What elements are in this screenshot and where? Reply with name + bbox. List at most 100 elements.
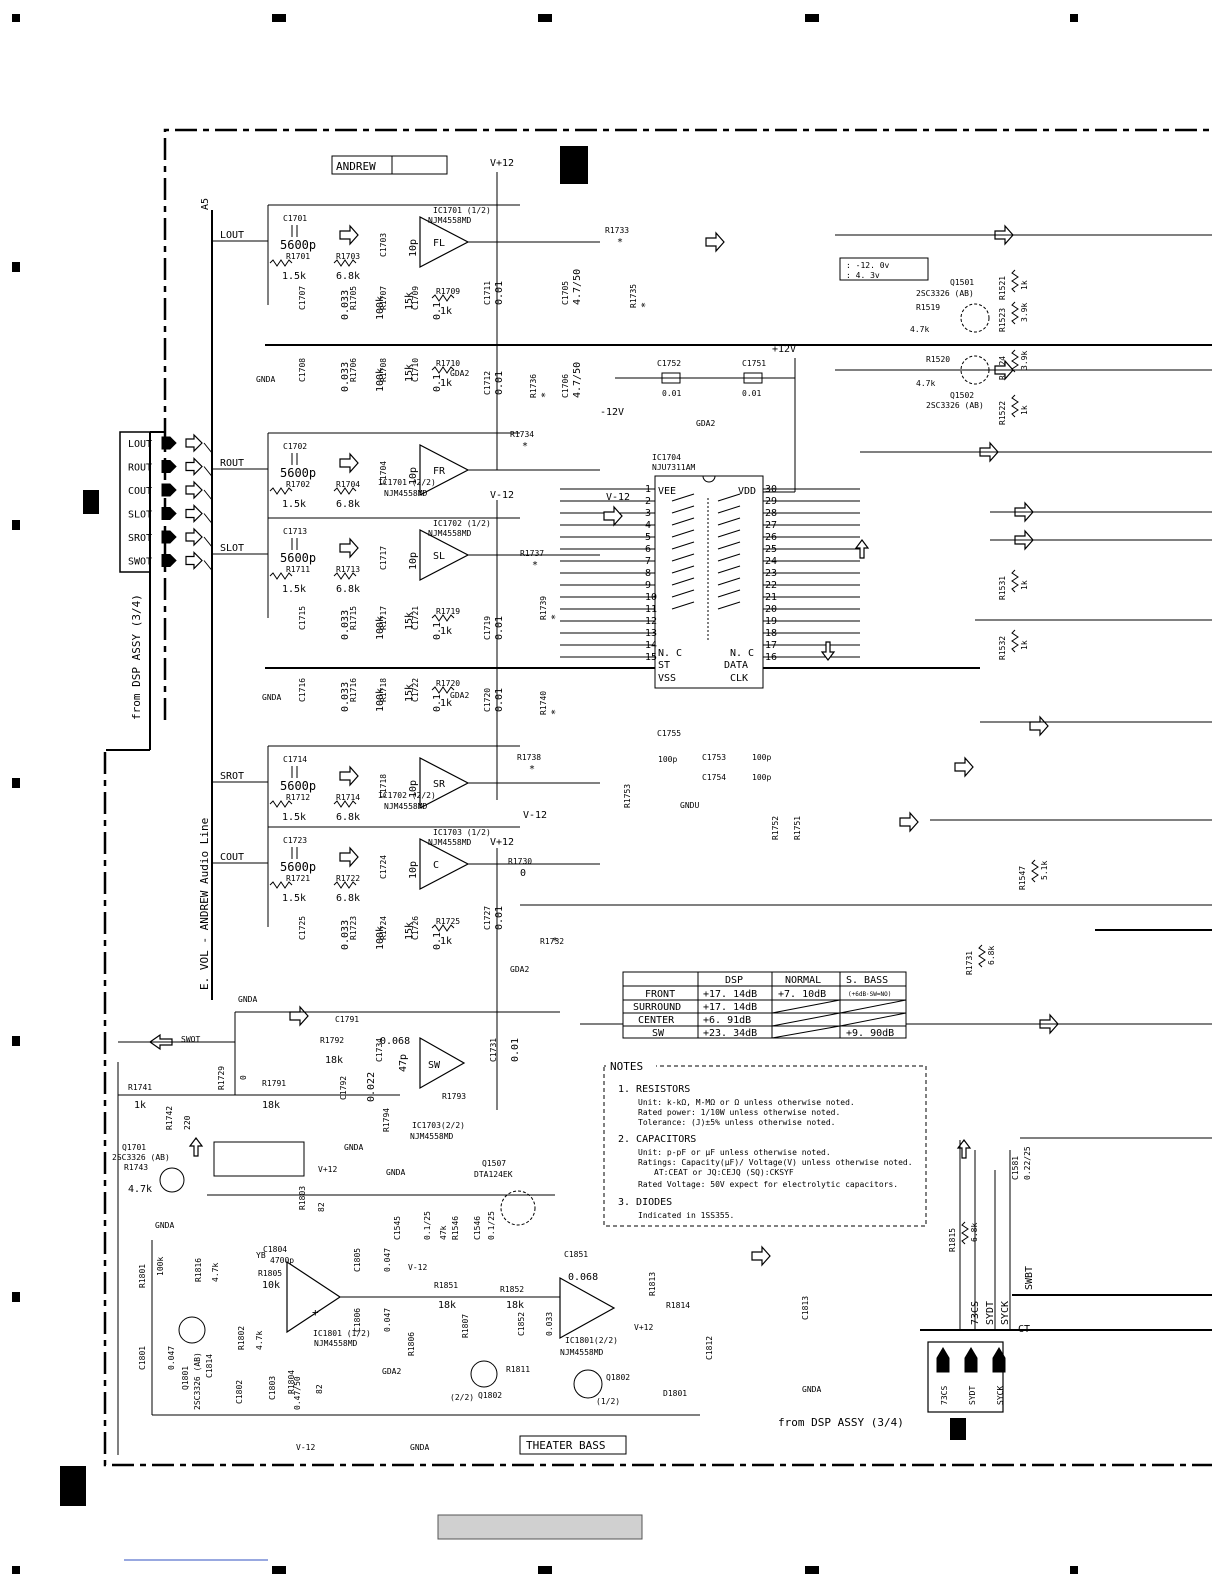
svg-text:Q1802: Q1802: [478, 1391, 502, 1400]
svg-text:GDA2: GDA2: [510, 965, 529, 974]
svg-text:Rated power: 1/10W unless othe: Rated power: 1/10W unless otherwise note…: [638, 1108, 840, 1117]
resistor-ref: R1724: [379, 916, 388, 940]
svg-text:C1805: C1805: [353, 1248, 362, 1272]
ic-part: NJM4558MD: [384, 802, 428, 811]
capacitor-value: 0.1: [432, 374, 443, 392]
svg-text:100p: 100p: [658, 755, 677, 764]
resistor-symbol: [1011, 394, 1019, 418]
capacitor-ref: C1714: [283, 755, 307, 764]
channel-signal-label: SROT: [220, 771, 244, 782]
resistor-value: 5.1k: [1040, 861, 1049, 880]
svg-text:R1806: R1806: [407, 1332, 416, 1356]
svg-text:+12V: +12V: [772, 344, 796, 355]
svg-text:V+12: V+12: [490, 158, 514, 169]
capacitor-ref: C1724: [379, 855, 388, 879]
svg-text:0.047: 0.047: [383, 1248, 392, 1272]
resistor-symbol: [1011, 301, 1019, 325]
capacitor-value: 0.1: [432, 302, 443, 320]
connector-wire: [203, 560, 213, 571]
svg-text:+17. 14dB: +17. 14dB: [703, 1002, 757, 1013]
op-amp-label: FR: [433, 466, 446, 477]
signal-arrow: [751, 1245, 771, 1267]
capacitor-ref: C1722: [411, 678, 420, 702]
op-amp: [419, 444, 470, 496]
svg-text:0.047: 0.047: [167, 1346, 176, 1370]
svg-text:C1734: C1734: [375, 1038, 384, 1062]
svg-text:82: 82: [315, 1384, 324, 1394]
svg-text:220: 220: [183, 1115, 192, 1130]
svg-text:C1813: C1813: [801, 1296, 810, 1320]
svg-text:Indicated in 1SS355.: Indicated in 1SS355.: [638, 1211, 734, 1220]
resistor-symbol: [269, 572, 293, 580]
switch-contact: [717, 577, 741, 586]
black-block-marker: [950, 1418, 966, 1440]
svg-text:GDA2: GDA2: [450, 369, 469, 378]
connector-pin-arrow: [185, 504, 203, 523]
svg-text:4.7k: 4.7k: [910, 325, 929, 334]
resistor-ref: R1706: [349, 358, 358, 382]
resistor-value: 1k: [440, 698, 452, 709]
signal-arrow-down: [820, 641, 836, 661]
svg-text:0.01: 0.01: [510, 1038, 521, 1062]
svg-text:(+6dB·SW=NO): (+6dB·SW=NO): [848, 991, 891, 998]
svg-text:+6. 91dB: +6. 91dB: [703, 1015, 751, 1026]
switch-contact: [717, 553, 741, 562]
svg-text:18k: 18k: [325, 1055, 343, 1066]
connector-pin-arrow: [161, 483, 177, 497]
switch-contact: [717, 565, 741, 574]
capacitor-ref: C1709: [411, 286, 420, 310]
svg-text:D1801: D1801: [663, 1389, 687, 1398]
svg-text:S. BASS: S. BASS: [846, 975, 888, 986]
part-ref: R1740: [539, 691, 548, 715]
connector-pin-arrow: [185, 551, 203, 570]
output-part: R1737*: [520, 549, 544, 571]
assembly-border-bottom: [103, 752, 1212, 1467]
svg-text:2SC3326 (AB): 2SC3326 (AB): [112, 1153, 170, 1162]
ic-ref: IC1702 (1/2): [433, 519, 491, 528]
capacitor-ref: C1717: [379, 546, 388, 570]
connector-wire: [203, 513, 213, 524]
svg-text:V+12: V+12: [634, 1323, 653, 1332]
switch-contact: [717, 505, 741, 514]
svg-text:DSP: DSP: [725, 975, 743, 986]
part-ref: C1720: [483, 688, 492, 712]
signal-arrow: [954, 756, 974, 778]
svg-text:82: 82: [317, 1202, 326, 1212]
connector-pin-label: SLOT: [128, 510, 152, 521]
part-value: *: [532, 560, 538, 571]
svg-text:Unit: p-pF or μF unless otherw: Unit: p-pF or μF unless otherwise noted.: [638, 1148, 831, 1157]
page-footer-bar: [437, 1514, 643, 1540]
output-part: R1740*: [539, 691, 561, 715]
resistor-value: 1k: [440, 306, 452, 317]
bottom-pin-arrow: [964, 1347, 978, 1373]
svg-text:YB: YB: [256, 1251, 266, 1260]
svg-text:GNDA: GNDA: [386, 1168, 405, 1177]
ic-ref: IC1703 (1/2): [433, 828, 491, 837]
resistor-ref: R1521: [998, 276, 1007, 300]
resistor-ref: R1731: [965, 951, 974, 975]
svg-text:CT: CT: [1018, 1324, 1030, 1335]
switch-contact: [717, 529, 741, 538]
svg-text:GDA2: GDA2: [696, 419, 715, 428]
ic-part: NJM4558MD: [384, 489, 428, 498]
output-part: R1735*: [629, 284, 651, 308]
svg-text:NJM4558MD: NJM4558MD: [314, 1339, 358, 1348]
black-block-marker: [60, 1466, 86, 1506]
connector-pin-arrow: [185, 527, 203, 547]
op-amp: [419, 529, 470, 581]
resistor-symbol: [431, 294, 455, 302]
output-part: R1733*: [605, 226, 629, 248]
svg-text:100p: 100p: [752, 773, 771, 782]
signal-arrow-up: [854, 539, 870, 559]
svg-text:0.1/25: 0.1/25: [423, 1211, 432, 1240]
part-ref: R1732: [540, 937, 564, 946]
black-block-marker: [83, 490, 99, 514]
svg-text:+9. 90dB: +9. 90dB: [846, 1028, 894, 1039]
assembly-border: [163, 128, 1212, 720]
resistor-value: 1.5k: [282, 499, 306, 510]
bottom-pin-label: 73CS: [940, 1386, 949, 1405]
capacitor-value: 10p: [408, 861, 419, 879]
svg-text:R1729: R1729: [217, 1066, 226, 1090]
